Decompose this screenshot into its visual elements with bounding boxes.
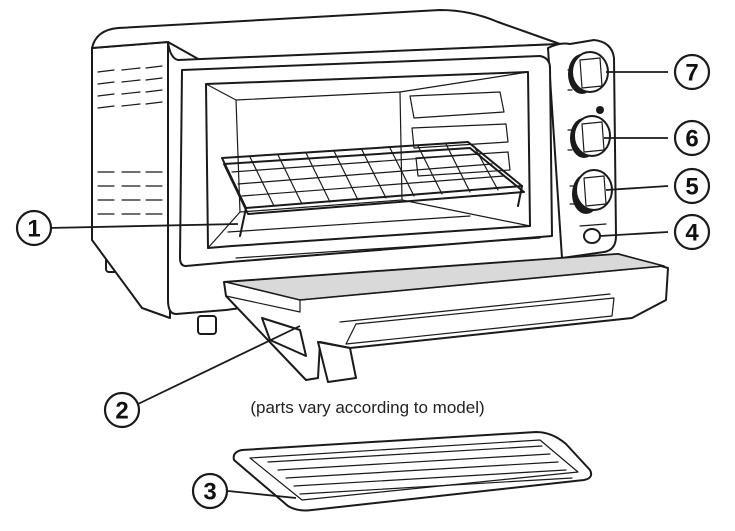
- temperature-knob: [568, 51, 609, 94]
- callout-1: 1: [15, 209, 53, 247]
- wire-rack: [221, 141, 525, 237]
- callout-4-label: 4: [685, 220, 699, 247]
- bake-pan: [232, 431, 593, 512]
- power-light: [579, 223, 607, 244]
- caption-note: (parts vary according to model): [250, 398, 485, 417]
- callout-2: 2: [103, 391, 141, 429]
- callout-5: 5: [673, 167, 711, 205]
- callout-4: 4: [673, 213, 711, 251]
- oven-door: [223, 253, 669, 383]
- control-knobs: [567, 51, 613, 244]
- side-vents: [97, 65, 163, 215]
- callout-6-label: 6: [685, 126, 698, 153]
- callout-3-label: 3: [203, 479, 216, 506]
- leader-lines: [47, 71, 669, 499]
- timer-knob: [572, 169, 613, 214]
- callout-2-label: 2: [115, 398, 128, 425]
- callout-3: 3: [191, 472, 229, 510]
- callout-5-label: 5: [685, 174, 698, 201]
- callout-6: 6: [673, 119, 711, 157]
- function-knob: [570, 115, 611, 158]
- callout-1-label: 1: [27, 216, 40, 243]
- callout-7: 7: [673, 53, 711, 91]
- callout-7-label: 7: [685, 60, 698, 87]
